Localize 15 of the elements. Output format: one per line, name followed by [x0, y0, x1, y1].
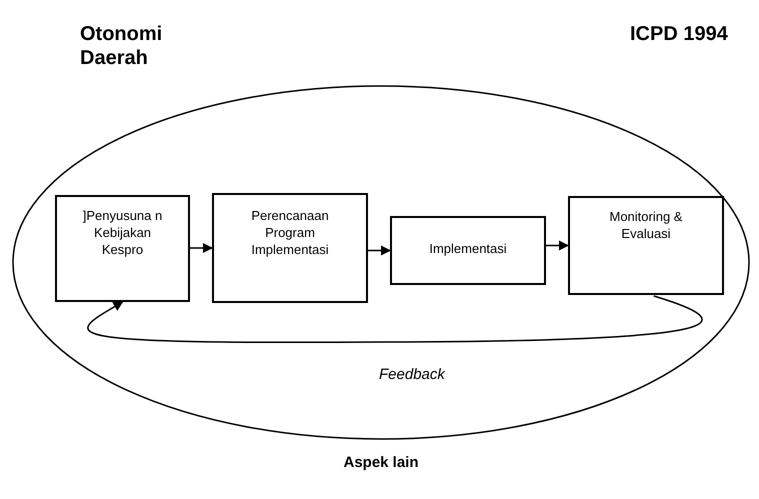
arrow — [88, 295, 702, 344]
heading-label: ICPD 1994 — [630, 22, 729, 46]
box-text: ]Penyusuna n Kebijakan Kespro — [82, 207, 164, 258]
caption-label: Aspek lain — [342, 453, 420, 473]
box-text: Monitoring & Evaluasi — [608, 208, 684, 242]
process-box — [212, 193, 368, 303]
arrow — [368, 246, 391, 256]
box-text: Perencanaan Program Implementasi — [250, 207, 330, 258]
process-box — [55, 195, 190, 302]
process-box — [568, 196, 724, 295]
box-text: Implementasi — [429, 240, 507, 257]
process-box — [390, 216, 546, 285]
heading-label: Otonomi Daerah — [80, 22, 164, 70]
arrow — [546, 240, 569, 250]
arrow — [190, 243, 213, 253]
